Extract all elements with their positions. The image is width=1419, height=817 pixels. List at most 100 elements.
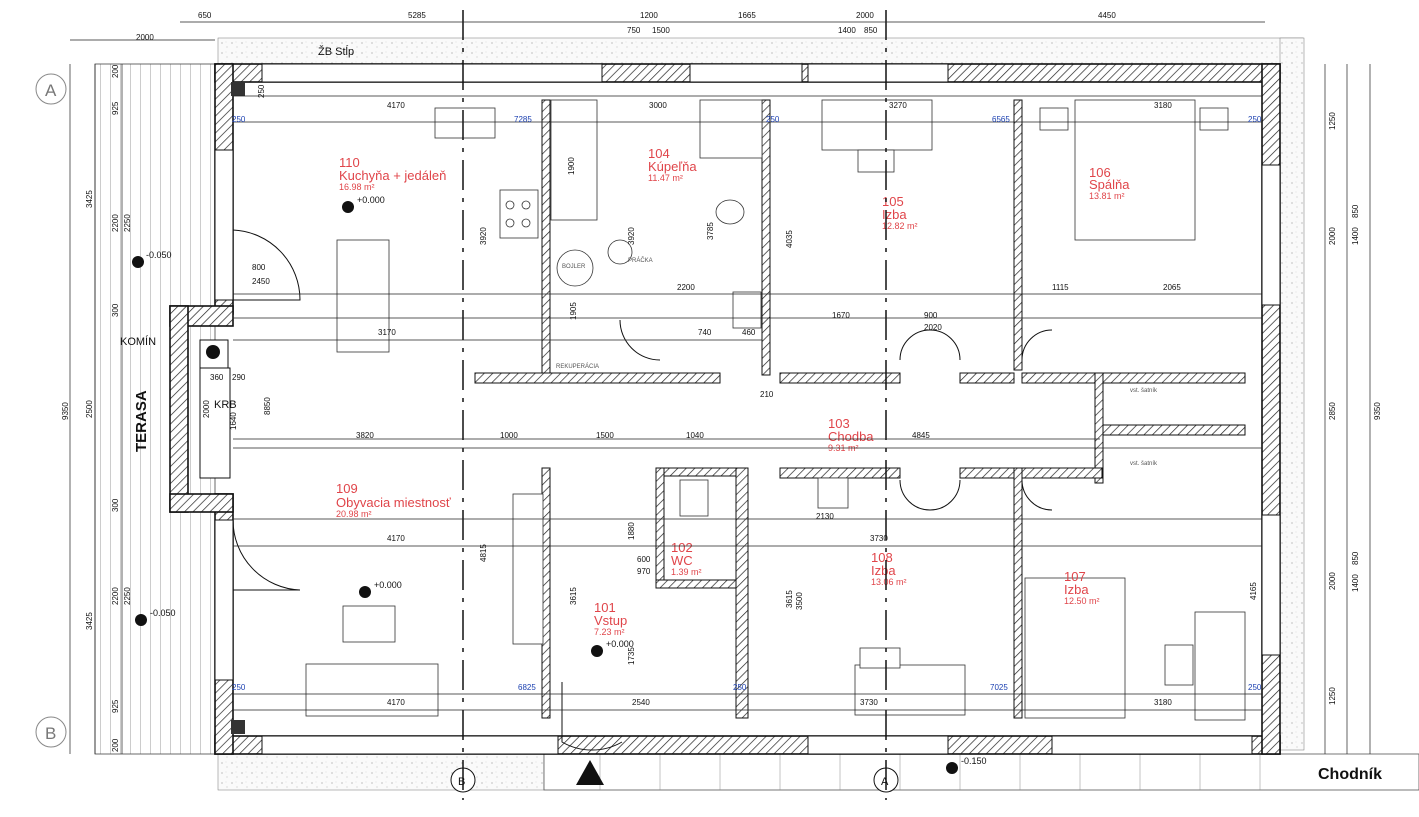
dim-top-2: 1200: [640, 11, 658, 20]
dim-left-8: 2200: [111, 214, 120, 232]
dim-left-5: 925: [111, 699, 120, 713]
room-110-name: Kuchyňa + jedáleň: [339, 168, 446, 183]
dim-int-35: 4165: [1249, 582, 1258, 600]
dim-int-27: 800: [252, 263, 266, 272]
dim-blue-1: 6565: [992, 115, 1010, 124]
dim-left-6: 300: [111, 303, 120, 317]
room-101-name: Vstup: [594, 613, 627, 628]
dim-blue-3: 7025: [990, 683, 1008, 692]
dim-blue-5: 250: [766, 115, 780, 124]
room-109-name: Obyvacia miestnosť: [336, 495, 451, 510]
section-b-label: B: [458, 776, 465, 788]
dim-int-39: 460: [742, 328, 756, 337]
room-105-number: 105: [882, 194, 904, 209]
dim-left-7: 300: [111, 498, 120, 512]
room-106-area: 13.81 m²: [1089, 191, 1125, 201]
dim-int-33: 3615: [785, 590, 794, 608]
dimension-lines: [69, 21, 1371, 754]
dim-int-12: 2200: [677, 283, 695, 292]
dim-top-4: 2000: [856, 11, 874, 20]
terrace-label: TERASA: [133, 390, 150, 452]
dim-right-1: 1250: [1328, 112, 1337, 130]
dim-left-9: 2250: [123, 214, 132, 232]
dimension-labels: 650 5285 1200 1665 2000 4450 750 1500 14…: [61, 11, 1382, 752]
room-102-area: 1.39 m²: [671, 567, 702, 577]
dim-top-3: 1665: [738, 11, 756, 20]
dim-int-23: 2540: [632, 698, 650, 707]
recuperation-label: REKUPERÁCIA: [556, 363, 599, 370]
dim-int-48: 290: [232, 373, 246, 382]
dim-int-37: 1880: [627, 522, 636, 540]
room-104-number: 104: [648, 146, 670, 161]
dim-int-36: 1735: [627, 647, 636, 665]
section-a-label: A: [881, 776, 889, 788]
dim-int-15: 2065: [1163, 283, 1181, 292]
dim-left-4: 925: [111, 101, 120, 115]
doors: [232, 229, 1053, 751]
dim-int-14: 1115: [1052, 283, 1069, 292]
dim-int-11: 4035: [785, 230, 794, 248]
room-103-name: Chodba: [828, 429, 874, 444]
dim-int-0: 4170: [387, 101, 405, 110]
room-106-number: 106: [1089, 165, 1111, 180]
wardrobe-label-2: vst. šatník: [1130, 461, 1158, 467]
room-104: 104 Kúpeľňa 11.47 m²: [648, 146, 697, 183]
plan-labels: TERASA KOMÍN KRB ŽB Stĺp Chodník BOJLER …: [120, 45, 1382, 783]
dim-int-24: 1500: [596, 431, 614, 440]
dim-top-8: 1400: [838, 26, 856, 35]
room-108-number: 108: [871, 550, 893, 565]
room-106-name: Spálňa: [1089, 177, 1130, 192]
dim-int-1: 3000: [649, 101, 667, 110]
dim-left-1: 3425: [85, 190, 94, 208]
dim-blue-8: 250: [733, 683, 747, 692]
room-108: 108 Izba 13.06 m²: [871, 550, 907, 587]
room-105: 105 Izba 12.82 m²: [882, 194, 918, 231]
terrace-decking: [94, 63, 216, 755]
dim-int-47: 360: [210, 373, 224, 382]
room-103-number: 103: [828, 416, 850, 431]
dim-top-7: 1500: [652, 26, 670, 35]
dim-top-9: 850: [864, 26, 878, 35]
axis-a-label: A: [45, 81, 57, 100]
dim-int-21: 3730: [860, 698, 878, 707]
dim-int-4: 3170: [378, 328, 396, 337]
room-109-area: 20.98 m²: [336, 509, 372, 519]
washer-label: PRÁČKA: [628, 257, 653, 264]
dim-top-5: 4450: [1098, 11, 1116, 20]
dim-left-2: 2500: [85, 400, 94, 418]
dim-blue-9: 250: [1248, 683, 1262, 692]
dim-int-32: 3500: [795, 592, 804, 610]
room-107: 107 Izba 12.50 m²: [1064, 569, 1100, 606]
dim-left-13: 200: [111, 738, 120, 752]
dim-right-5: 1250: [1328, 687, 1337, 705]
dim-int-5: 3820: [356, 431, 374, 440]
level-kitchen: +0.000: [357, 195, 385, 205]
dim-left-0: 9350: [61, 402, 70, 420]
dim-int-7: 4170: [387, 698, 405, 707]
room-109: 109 Obyvacia miestnosť 20.98 m²: [336, 481, 451, 519]
dim-int-18: 4845: [912, 431, 930, 440]
dim-int-13: 1670: [832, 311, 850, 320]
room-105-name: Izba: [882, 207, 907, 222]
dim-int-30: 1900: [567, 157, 576, 175]
room-101: 101 Vstup 7.23 m²: [594, 600, 627, 637]
chimney-label: KOMÍN: [120, 335, 156, 348]
boiler-label: BOJLER: [562, 264, 586, 270]
dim-int-38: 740: [698, 328, 712, 337]
dim-blue-2: 6825: [518, 683, 536, 692]
room-104-area: 11.47 m²: [648, 173, 683, 183]
dim-left-3: 3425: [85, 612, 94, 630]
dim-int-20: 3730: [870, 534, 888, 543]
level-sidewalk: -0.150: [961, 756, 987, 766]
sidewalk-pavement: [543, 753, 1419, 791]
room-107-name: Izba: [1064, 582, 1089, 597]
room-102: 102 WC 1.39 m²: [671, 540, 702, 577]
room-107-area: 12.50 m²: [1064, 596, 1100, 606]
room-102-number: 102: [671, 540, 693, 555]
axis-b-label: B: [45, 724, 56, 743]
dim-int-43: 210: [760, 390, 774, 399]
fireplace-label: KRB: [214, 399, 237, 411]
column-label: ŽB Stĺp: [318, 45, 354, 58]
dim-blue-7: 250: [232, 683, 246, 692]
dim-int-34: 4815: [479, 544, 488, 562]
